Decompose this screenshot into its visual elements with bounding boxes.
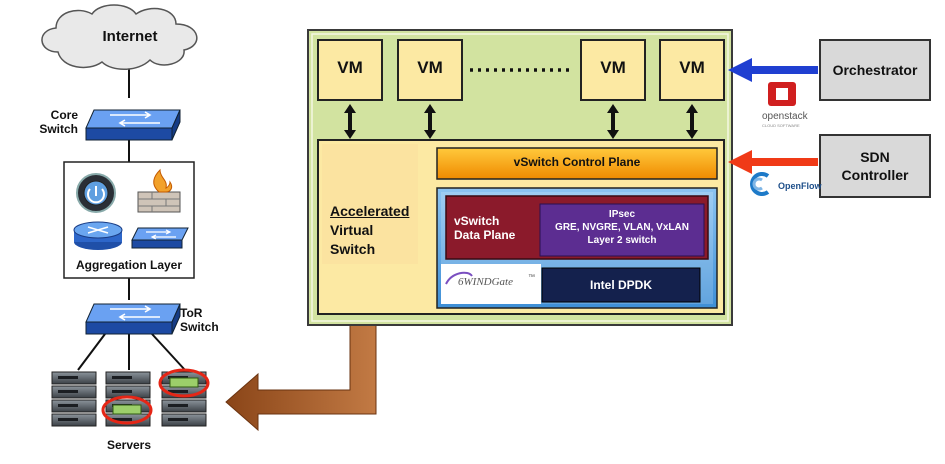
- accelerated-title: Accelerated: [330, 203, 410, 219]
- power-button-icon: [76, 173, 116, 213]
- internet-label: Internet: [102, 28, 158, 45]
- control-plane-label: vSwitch Control Plane: [513, 155, 641, 169]
- highlight-ring-1: [158, 368, 210, 398]
- server-slot: [112, 376, 132, 379]
- core-switch-label: Core Switch: [39, 108, 78, 136]
- accelerated-nic-card: [112, 404, 142, 415]
- server-slot: [112, 418, 132, 421]
- windgate-tm: ™: [528, 274, 535, 281]
- ipsec-label: IPsec: [608, 209, 636, 220]
- servers-label: Servers: [106, 438, 152, 452]
- windgate-swoosh-icon: [445, 271, 473, 285]
- sdn-controller-box: [819, 134, 931, 198]
- aggregation-switch-icon: [131, 227, 189, 249]
- server-slot: [168, 390, 188, 393]
- vm-1-label: VM: [337, 58, 363, 77]
- server-slot: [58, 404, 78, 407]
- vm-2-label: VM: [417, 58, 443, 77]
- highlight-ring-2: [101, 395, 153, 425]
- tunnels-label: GRE, NVGRE, VLAN, VxLAN: [555, 222, 689, 233]
- router-icon: [73, 221, 123, 250]
- orchestrator-box: [819, 39, 931, 101]
- protocols-box: [539, 203, 705, 257]
- server-slot: [168, 404, 188, 407]
- data-plane-label: vSwitch Data Plane: [454, 214, 516, 242]
- vm-2: [397, 39, 463, 101]
- server-racks: [51, 371, 207, 427]
- server-slot: [112, 390, 132, 393]
- windgate-logo-text: 6WINDGate: [458, 276, 513, 288]
- tor-switch-icon: [85, 303, 181, 335]
- brown-arrow: [225, 324, 377, 432]
- orchestrator-label: Orchestrator: [832, 62, 918, 78]
- vm-3: [580, 39, 646, 101]
- vm-4-label: VM: [679, 58, 705, 77]
- openflow-label: OpenFlow: [778, 181, 822, 191]
- openflow-logo-icon: [750, 172, 770, 196]
- sdn-controller-label: SDN Controller: [841, 149, 909, 183]
- server-slot: [58, 390, 78, 393]
- orchestrator-arrow: [728, 58, 818, 82]
- vm-3-label: VM: [600, 58, 626, 77]
- accelerated-nic-card: [169, 377, 199, 388]
- openstack-logo-icon: [768, 82, 796, 106]
- control-plane-bar: [436, 147, 718, 180]
- dpdk-box: [541, 267, 701, 303]
- layer2-label: Layer 2 switch: [587, 235, 657, 246]
- tor-switch-label: ToR Switch: [180, 306, 219, 334]
- link-tor-server-1: [77, 333, 106, 371]
- dpdk-label: Intel DPDK: [589, 278, 652, 292]
- sdn-arrow: [728, 150, 818, 174]
- vm-1: [317, 39, 383, 101]
- firewall-icon: [137, 168, 181, 213]
- aggregation-layer-label: Aggregation Layer: [75, 258, 183, 272]
- openstack-label: openstack: [762, 111, 808, 122]
- windgate-logo-bg: [441, 264, 541, 304]
- core-switch-icon: [85, 109, 181, 141]
- link-tor-server-3: [151, 333, 186, 371]
- virtual-switch-label: Virtual Switch: [330, 222, 376, 257]
- openstack-sub-label: CLOUD SOFTWARE: [762, 123, 800, 128]
- server-slot: [58, 376, 78, 379]
- internet-cloud-icon: [41, 4, 198, 70]
- server-slot: [168, 418, 188, 421]
- vm-link-arrows: [344, 104, 698, 139]
- vm-4: [659, 39, 725, 101]
- server-slot: [58, 418, 78, 421]
